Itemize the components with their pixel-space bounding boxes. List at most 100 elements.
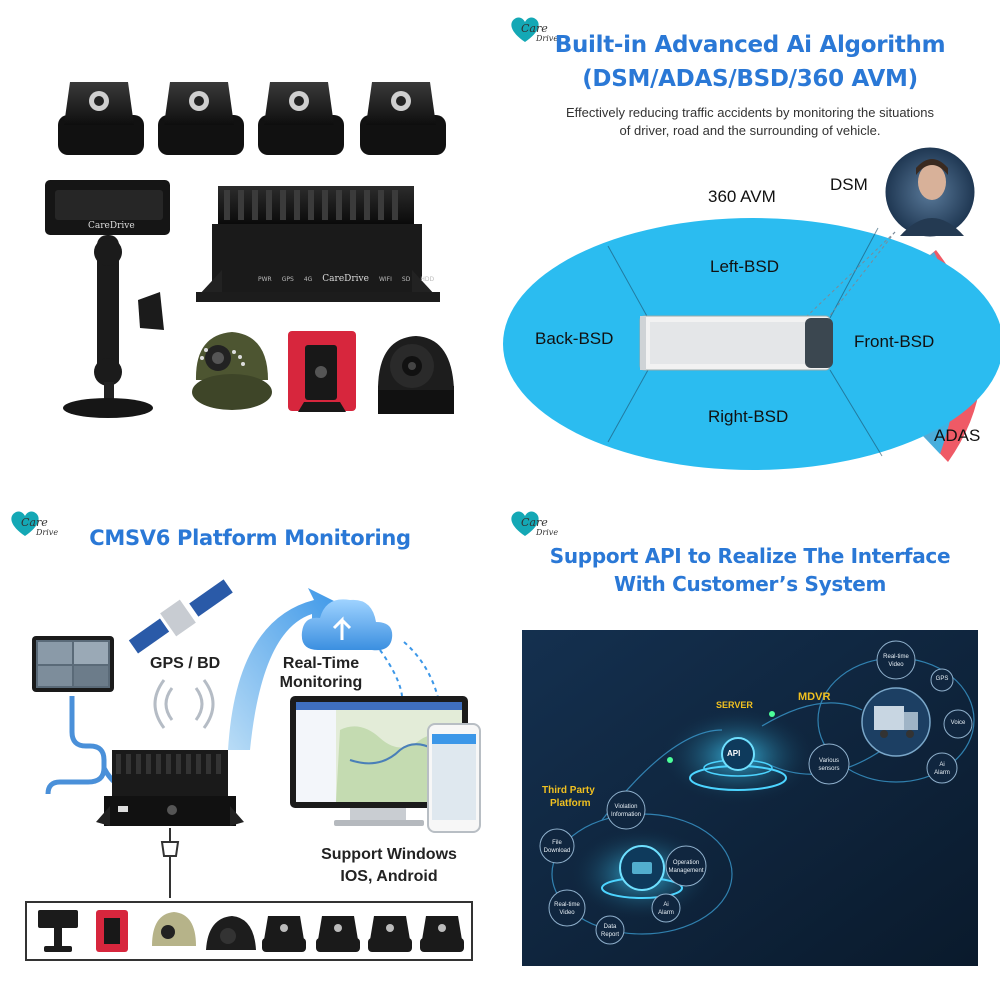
dvr-indicator: GPS [281, 276, 294, 283]
platform-title: CMSV6 Platform Monitoring [89, 526, 411, 550]
label-server: SERVER [716, 700, 753, 710]
mdvr-truck-hub [861, 687, 931, 757]
platform-node-circles [539, 790, 707, 945]
node-text: Operation [672, 860, 700, 866]
platform-diagram [25, 579, 481, 961]
power-plug-icon [160, 828, 180, 898]
mdvr-node-gps: GPS [930, 676, 954, 682]
label-realtime: Real-Time Monitoring [262, 654, 380, 692]
platform-panel: Care Drive CMSV6 Platform Monitoring [0, 500, 500, 1000]
label-mdvr: MDVR [798, 691, 831, 703]
label-back-bsd: Back-BSD [535, 329, 614, 348]
node-text: Video [888, 662, 904, 668]
label-support: Support Windows IOS, Android [300, 844, 478, 888]
mdvr-box [196, 186, 440, 302]
label-third-party-line-1: Third Party [542, 785, 595, 796]
node-text: Various [819, 758, 839, 764]
node-text: Violation [614, 804, 638, 810]
platform-hub-icon [601, 845, 683, 899]
satellite-icon [128, 579, 233, 654]
node-text: Data [603, 924, 617, 930]
dvr-indicator: HDD [420, 276, 435, 283]
label-right-bsd: Right-BSD [708, 407, 789, 426]
api-server-icon [689, 737, 787, 791]
label-support-line-2: IOS, Android [340, 868, 438, 885]
label-adas: ADAS [934, 426, 981, 445]
node-text: Ai [663, 902, 669, 908]
description: Effectively reducing traffic accidents b… [520, 104, 980, 140]
page-title: Built-in Advanced Ai Algorithm (DSM/ADAS… [540, 28, 960, 96]
accessory-items [38, 910, 464, 952]
dvr-indicator: PWR [258, 276, 272, 283]
node-text: sensors [818, 766, 840, 772]
dvr-brand-label: CareDrive [322, 274, 369, 284]
node-text: GPS [935, 676, 949, 682]
mdvr-node-circles [808, 640, 973, 785]
label-third-party-line-2: Platform [550, 798, 591, 809]
logo-text-care: Care [521, 22, 548, 35]
node-text: Alarm [934, 770, 950, 776]
node-text: Real-time [883, 654, 909, 660]
ai-algorithm-panel: Care Drive Built-in Advanced Ai Algorith… [500, 0, 1000, 500]
product-panel: CareDrive PWR GPS 4G CareDrive WIFI SD H… [0, 0, 500, 500]
label-api: API [727, 749, 741, 758]
logo-text-drive: Drive [36, 528, 59, 537]
in-car-monitor [32, 636, 114, 692]
node-text: Ai [939, 762, 945, 768]
node-text: Management [668, 868, 704, 874]
node-text: Information [610, 812, 641, 818]
dome-camera [192, 332, 272, 410]
caredrive-logo: Care Drive [508, 508, 568, 548]
title-line-1: Built-in Advanced Ai Algorithm [554, 32, 946, 58]
label-realtime-line-1: Real-Time [282, 655, 360, 672]
mini-camera-4 [360, 82, 446, 155]
node-text: Real-time [554, 902, 580, 908]
node-text: Report [600, 932, 619, 938]
api-network-graphic: SERVER API MDVR Third Party Platform Rea… [522, 630, 978, 966]
mini-camera-3 [258, 82, 344, 155]
signal-icon [153, 679, 215, 729]
node-text: Download [543, 848, 571, 854]
label-gps: GPS / BD [150, 655, 221, 672]
mini-camera-1 [58, 82, 144, 155]
side-camera [378, 336, 454, 414]
label-dsm: DSM [830, 175, 868, 194]
mdvr-node-sensors: Various sensors [809, 757, 849, 773]
mdvr-node-voice: Voice [944, 720, 972, 726]
product-illustration [45, 82, 454, 418]
node-text: File [552, 840, 562, 846]
mini-camera-2 [158, 82, 244, 155]
label-360-avm: 360 AVM [708, 187, 776, 206]
caredrive-logo: Care Drive [8, 508, 68, 548]
desc-line-2: of driver, road and the surrounding of v… [619, 123, 881, 138]
api-title: Support API to Realize The Interface Wit… [530, 542, 970, 598]
dvr-indicator-row: PWR GPS 4G CareDrive WIFI SD HDD [258, 274, 435, 284]
api-title-line-1: Support API to Realize The Interface [549, 544, 951, 568]
node-text: Video [559, 910, 575, 916]
dvr-indicator: SD [401, 276, 411, 283]
vehicle-top-view [639, 315, 833, 371]
api-panel: Care Drive Support API to Realize The In… [500, 500, 1000, 1000]
node-text: Alarm [658, 910, 674, 916]
label-left-bsd: Left-BSD [710, 257, 779, 276]
node-text: Voice [950, 720, 966, 726]
mobile-phone [427, 723, 481, 833]
label-realtime-line-2: Monitoring [279, 674, 363, 691]
desc-line-1: Effectively reducing traffic accidents b… [565, 105, 935, 120]
sticker-camera [288, 331, 356, 412]
api-title-line-2: With Customer’s System [613, 572, 887, 596]
driver-face-avatar [882, 144, 978, 240]
logo-text-care: Care [21, 516, 48, 529]
logo-text-drive: Drive [536, 34, 559, 43]
caredrive-logo: Care Drive [508, 14, 568, 54]
dsm-camera [45, 180, 170, 418]
cloud-icon [301, 599, 393, 651]
